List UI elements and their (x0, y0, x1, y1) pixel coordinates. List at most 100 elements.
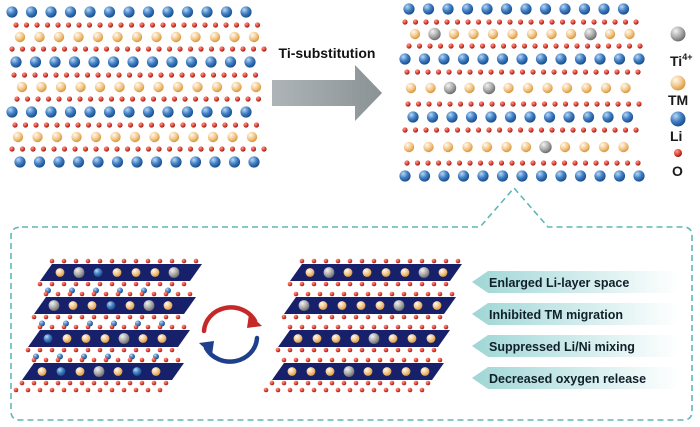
oxygen-atom (570, 19, 576, 25)
oxygen-atom (467, 160, 473, 166)
oxygen-atom (287, 281, 293, 287)
oxygen-atom (229, 46, 236, 52)
oxygen-atom (139, 314, 145, 320)
oxygen-atom (488, 160, 494, 166)
oxygen-atom (444, 19, 450, 25)
oxygen-atom (61, 387, 67, 393)
li-atom (574, 53, 587, 65)
legend-li-label: Li (670, 128, 682, 144)
oxygen-atom (281, 357, 287, 363)
oxygen-atom (147, 72, 154, 78)
oxygen-atom (61, 347, 67, 353)
layered-structure-stabilized (263, 258, 462, 393)
effect-tag: Inhibited TM migration (472, 303, 678, 325)
oxygen-atom (520, 101, 527, 107)
tm-atom (542, 82, 553, 94)
oxygen-atom (181, 258, 187, 264)
li-atom (181, 106, 194, 118)
tm-atom (438, 268, 448, 277)
oxygen-atom (431, 281, 437, 287)
oxygen-atom (73, 387, 79, 393)
cycle-arrows-icon (199, 305, 262, 364)
oxygen-atom (498, 160, 505, 166)
oxygen-atom (489, 101, 495, 107)
oxygen-atom (37, 281, 43, 287)
tm-atom (501, 141, 512, 153)
li-atom (103, 6, 116, 18)
oxygen-atom (109, 281, 115, 287)
oxygen-atom (478, 101, 485, 107)
oxygen-atom (407, 258, 413, 264)
tm-atom (34, 31, 45, 43)
oxygen-atom (562, 101, 569, 107)
oxygen-atom (13, 22, 19, 28)
tm-atom (356, 301, 366, 310)
oxygen-atom (200, 72, 206, 78)
li-atom (535, 53, 548, 65)
oxygen-atom (190, 122, 197, 128)
oxygen-atom (293, 314, 299, 320)
oxygen-atom (25, 387, 31, 393)
oxygen-atom (625, 101, 632, 107)
oxygen-atom (371, 258, 377, 264)
oxygen-atom (97, 22, 103, 28)
tm-atom (227, 131, 238, 143)
tm-atom (68, 301, 78, 310)
tm-atom (579, 141, 590, 153)
oxygen-atom (465, 127, 471, 133)
oxygen-atom (79, 291, 85, 297)
tm-atom (138, 334, 148, 343)
oxygen-atom (37, 387, 43, 393)
tm-atom (293, 334, 303, 343)
oxygen-atom (37, 324, 43, 330)
svg-text:Ti4+: Ti4+ (670, 52, 692, 69)
li-atom (418, 53, 431, 65)
oxygen-atom (250, 46, 257, 52)
oxygen-atom (538, 19, 545, 25)
oxygen-atom (103, 380, 109, 386)
effect-label: Enlarged Li-layer space (489, 276, 629, 290)
oxygen-atom (583, 101, 590, 107)
tm-atom (448, 28, 460, 40)
legend-ti-label: Ti (670, 53, 682, 69)
tm-atom (382, 367, 392, 376)
li-atom (68, 56, 81, 68)
oxygen-atom (32, 72, 38, 78)
oxygen-atom (22, 122, 29, 128)
oxygen-atom (169, 347, 175, 353)
oxygen-atom (13, 387, 19, 393)
oxygen-atom (135, 46, 141, 52)
oxygen-atom (377, 291, 383, 297)
oxygen-atom (293, 380, 299, 386)
tm-atom (125, 301, 135, 310)
oxygen-atom (103, 146, 110, 152)
oxygen-atom (177, 46, 183, 52)
oxygen-atom (401, 357, 407, 363)
oxygen-atom (55, 357, 61, 363)
oxygen-atom (76, 22, 82, 28)
oxygen-atom (219, 46, 225, 52)
tm-atom (426, 334, 436, 343)
oxygen-atom (353, 314, 359, 320)
effect-tags: Enlarged Li-layer space Inhibited TM mig… (472, 271, 678, 389)
tm-atom (71, 131, 82, 143)
oxygen-atom (509, 160, 515, 166)
tm-atom (170, 31, 182, 43)
li-atom (29, 56, 42, 68)
oxygen-atom (457, 101, 464, 107)
tm-atom (231, 81, 242, 93)
oxygen-atom (79, 380, 85, 386)
oxygen-atom (151, 380, 157, 386)
oxygen-atom (109, 324, 115, 330)
oxygen-atom (151, 291, 157, 297)
oxygen-atom (414, 160, 421, 166)
li-atom (205, 56, 217, 68)
oxygen-atom (9, 46, 15, 52)
oxygen-atom (383, 387, 389, 393)
oxygen-atom (40, 146, 47, 152)
oxygen-atom (444, 127, 450, 133)
li-atom (220, 6, 233, 18)
tm-atom (409, 28, 421, 40)
tm-atom (503, 82, 514, 94)
oxygen-atom (612, 19, 618, 25)
